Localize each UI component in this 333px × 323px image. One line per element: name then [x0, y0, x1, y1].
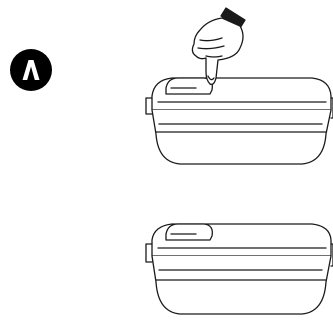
bottom-body [152, 256, 331, 314]
bottom-latch [166, 224, 212, 240]
